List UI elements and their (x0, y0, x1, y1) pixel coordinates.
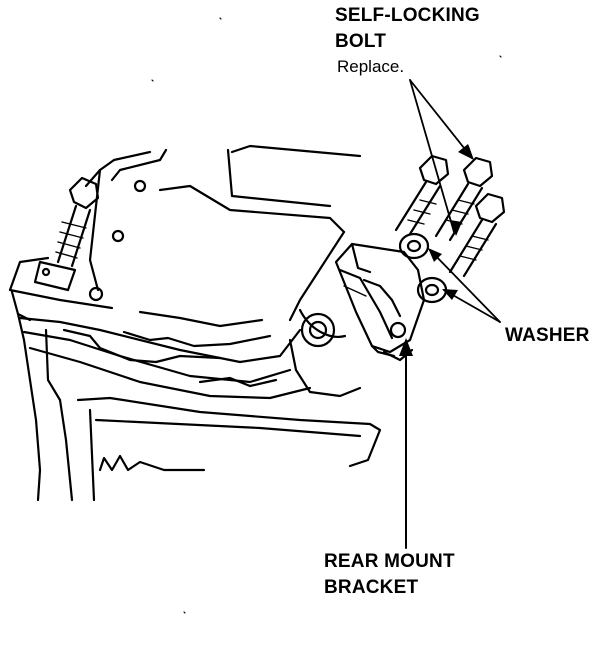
leader-bolt-arrows (409, 79, 473, 233)
replace-note: Replace. (337, 57, 405, 76)
rear-mount-bracket-label-line2: BRACKET (324, 577, 419, 598)
washer-label: WASHER (505, 325, 590, 346)
leader-washer-arrows (429, 249, 501, 323)
self-locking-bolt-1 (394, 154, 450, 236)
rear-mount-bracket-shape (334, 242, 426, 362)
washer-upper (398, 232, 430, 260)
arrowheads (399, 144, 474, 356)
transmission-case (8, 144, 382, 502)
rear-mount-bracket-label-line1: REAR MOUNT (324, 551, 455, 572)
self-locking-bolt-label-line1: SELF-LOCKING (335, 5, 480, 26)
left-engine-bolt (33, 176, 100, 292)
specks (151, 17, 502, 614)
self-locking-bolt-label-line2: BOLT (335, 31, 387, 52)
self-locking-bolt-3 (448, 192, 506, 278)
